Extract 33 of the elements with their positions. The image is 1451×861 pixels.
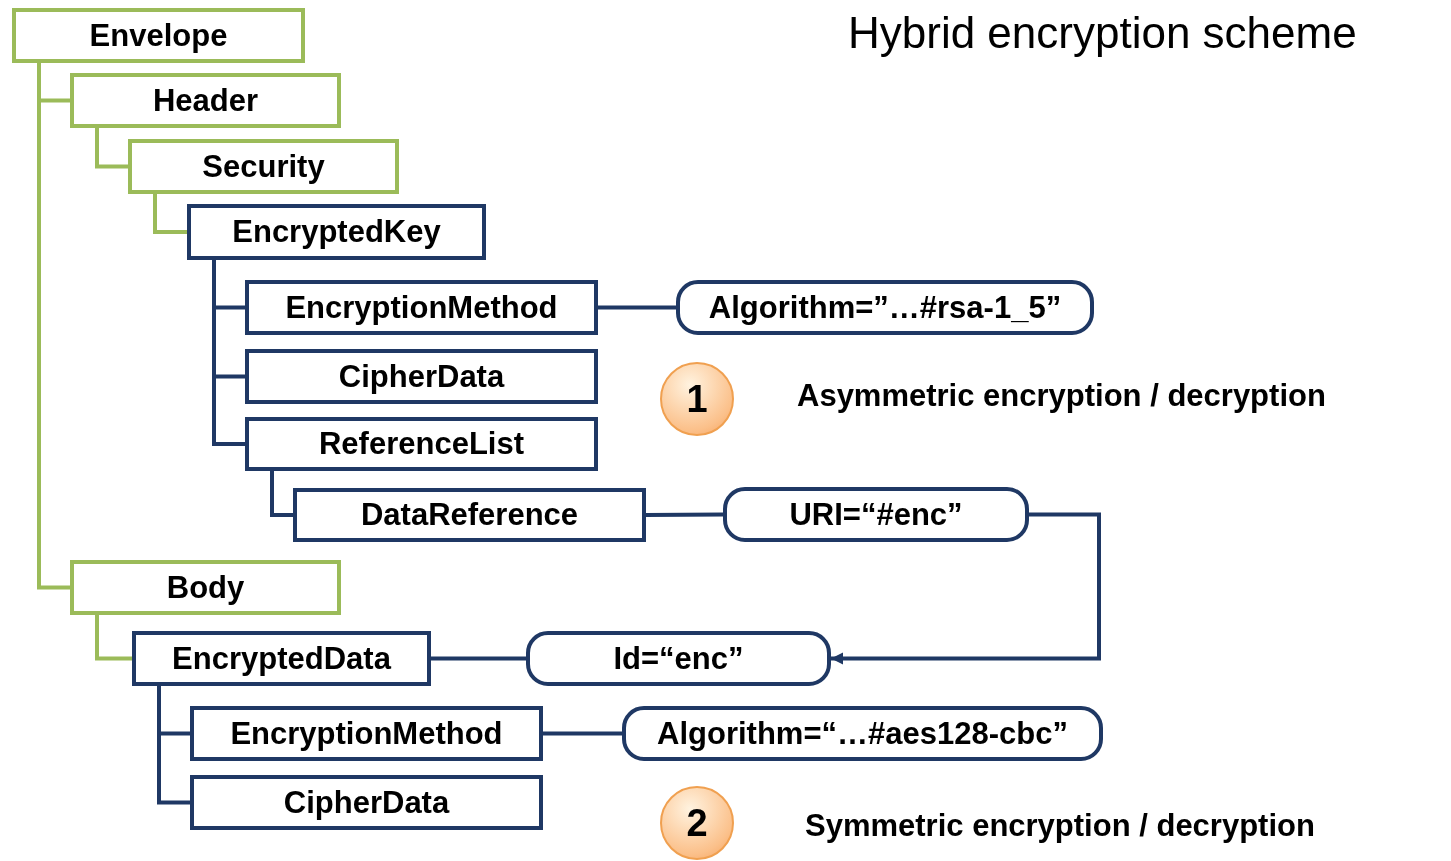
element-box: EncryptionMethod [245, 280, 598, 335]
attribute-box: Algorithm=“…#aes128-cbc” [622, 706, 1103, 761]
step-number-circle: 1 [660, 362, 734, 436]
element-box: CipherData [190, 775, 543, 830]
connector-line [431, 656, 526, 661]
element-box: EncryptionMethod [190, 706, 543, 761]
attribute-box: Id=“enc” [526, 631, 831, 686]
element-box: EncryptedData [132, 631, 431, 686]
element-box: Envelope [12, 8, 305, 63]
step-description: Symmetric encryption / decryption [805, 808, 1315, 844]
step-number-circle: 2 [660, 786, 734, 860]
attribute-box: Algorithm=”…#rsa-1_5” [676, 280, 1094, 335]
connector-line [212, 260, 245, 446]
element-box: ReferenceList [245, 417, 598, 471]
element-box: CipherData [245, 349, 598, 404]
arrow [831, 512, 1101, 665]
connector-line [95, 128, 128, 169]
connector-line [153, 194, 187, 234]
connector-line [646, 512, 723, 517]
diagram-title: Hybrid encryption scheme [848, 8, 1357, 58]
connector-line [157, 686, 190, 805]
element-box: Header [70, 73, 341, 128]
element-box: Security [128, 139, 399, 194]
element-box: EncryptedKey [187, 204, 486, 260]
element-box: Body [70, 560, 341, 615]
connector-line [270, 471, 293, 517]
attribute-box: URI=“#enc” [723, 487, 1029, 542]
connector-line [543, 731, 622, 736]
connector-line [37, 63, 70, 590]
step-description: Asymmetric encryption / decryption [797, 378, 1326, 414]
element-box: DataReference [293, 488, 646, 542]
connector-line [95, 615, 132, 661]
connector-line [598, 305, 676, 310]
